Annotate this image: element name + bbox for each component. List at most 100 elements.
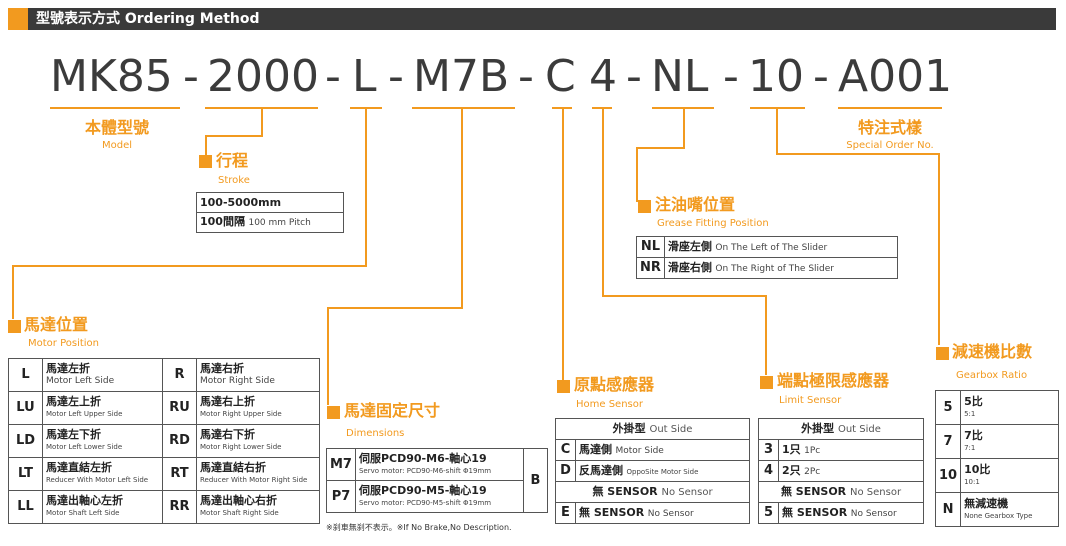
code-dash: - [626, 51, 642, 102]
nosensor-zh: 無 SENSOR [592, 484, 658, 498]
dimensions-marker [327, 406, 340, 419]
limit-sensor-table: 外掛型 Out Side 3 1只 1Pc 4 2只 2Pc 無 SENSOR … [758, 418, 924, 524]
motor-zh: 馬達右折 [200, 362, 244, 375]
code-limit-sensor: 4 [589, 51, 617, 102]
nosensor-en: No Sensor [850, 486, 902, 498]
motor-en: Motor Right Upper Side [200, 410, 282, 418]
table-row: 3 1只 1Pc [758, 439, 924, 461]
home-sensor-label-en: Home Sensor [576, 399, 643, 410]
gearbox-zh: 10比 [964, 462, 991, 476]
code-model: MK85 [50, 51, 173, 102]
model-label-en: Model [101, 140, 133, 151]
gearbox-en: None Gearbox Type [964, 511, 1033, 520]
dimensions-label-en: Dimensions [346, 428, 405, 439]
connector [205, 135, 263, 137]
motor-en: Reducer With Motor Right Side [200, 476, 308, 484]
limit-zh: 2只 [782, 463, 801, 477]
home-en: OppoSite Motor Side [626, 467, 699, 476]
motor-zh: 馬達出軸心右折 [200, 494, 277, 507]
motor-en: Motor Right Side [200, 376, 275, 386]
stroke-label: 行程 [216, 151, 249, 170]
motor-key: LL [8, 490, 43, 524]
underline-dimensions [412, 107, 515, 109]
outside-zh: 外掛型 [612, 421, 646, 435]
motor-en: Motor Right Lower Side [200, 443, 282, 451]
connector [938, 153, 940, 345]
connector [776, 153, 940, 155]
motor-key: RR [162, 490, 197, 524]
connector [683, 107, 685, 149]
motor-en: Reducer With Motor Left Side [46, 476, 149, 484]
dimensions-zh: 伺服PCD90-M6-軸心19 [358, 451, 487, 465]
table-row: D 反馬達側 OppoSite Motor Side [555, 460, 750, 482]
table-row: 無 SENSOR No Sensor [758, 481, 924, 503]
code-dash: - [325, 51, 341, 102]
code-dash: - [388, 51, 404, 102]
motor-en: Motor Left Upper Side [46, 410, 123, 418]
home-sensor-table: 外掛型 Out Side C 馬達側 Motor Side D 反馬達側 Opp… [555, 418, 750, 524]
home-zh: 馬達側 [579, 442, 612, 456]
title-accent-square [8, 8, 28, 30]
connector [327, 307, 463, 309]
home-sensor-marker [557, 380, 570, 393]
gearbox-key: 10 [934, 458, 962, 493]
dimensions-key: P7 [326, 480, 356, 513]
limit-sensor-label-en: Limit Sensor [779, 395, 842, 406]
connector [327, 307, 329, 405]
dimensions-en: Servo motor: PCD90-M6-shift Φ19mm [358, 466, 492, 475]
table-row: 4 2只 2Pc [758, 460, 924, 482]
gearbox-marker [936, 347, 949, 360]
connector [205, 135, 207, 155]
dimensions-en: Servo motor: PCD90-M5-shift Φ19mm [358, 498, 492, 507]
dimensions-label: 馬達固定尺寸 [344, 401, 441, 420]
grease-en: On The Right of The Slider [715, 263, 834, 274]
grease-table: NL 滑座左側 On The Left of The Slider NR 滑座右… [636, 236, 899, 279]
home-en: No Sensor [647, 508, 694, 519]
home-sensor-label: 原點感應器 [574, 375, 655, 394]
gearbox-key: N [934, 492, 962, 527]
motor-zh: 馬達左上折 [46, 395, 101, 408]
grease-key: NL [636, 236, 665, 258]
motor-zh: 馬達直結右折 [200, 461, 266, 474]
limit-en: 2Pc [804, 466, 821, 477]
connector [636, 147, 638, 202]
motor-key: RU [162, 391, 197, 425]
motor-zh: 馬達右上折 [200, 395, 255, 408]
special-order-label-en: Special Order No. [846, 140, 934, 151]
nosensor-en: No Sensor [661, 486, 713, 498]
table-row: NR 滑座右側 On The Right of The Slider [636, 257, 899, 279]
motor-key: LT [8, 457, 43, 491]
code-dimensions: M7B [413, 51, 510, 102]
gearbox-en: 5:1 [964, 409, 976, 418]
stroke-range: 100-5000mm [200, 195, 282, 209]
motor-zh: 馬達右下折 [200, 428, 255, 441]
home-zh: 反馬達側 [579, 463, 623, 477]
motor-en: Motor Shaft Left Side [46, 509, 120, 517]
connector [365, 107, 367, 267]
nosensor-zh: 無 SENSOR [780, 484, 847, 498]
table-row: LL 馬達出軸心左折 Motor Shaft Left Side RR 馬達出軸心… [8, 490, 320, 524]
limit-en: 1Pc [804, 445, 821, 456]
code-dash: - [723, 51, 739, 102]
home-zh: 無 SENSOR [579, 505, 645, 519]
grease-label: 注油嘴位置 [655, 195, 736, 214]
motor-zh: 馬達出軸心左折 [46, 494, 123, 507]
limit-sensor-label: 端點極限感應器 [777, 371, 890, 390]
stroke-pitch: 100間隔 [200, 215, 245, 228]
code-dash: - [813, 51, 829, 102]
motor-key: R [162, 358, 197, 392]
motor-key: RT [162, 457, 197, 491]
outside-en: Out Side [837, 423, 881, 435]
table-row: 外掛型 Out Side [758, 418, 924, 440]
outside-en: Out Side [649, 423, 693, 435]
grease-en: On The Left of The Slider [715, 242, 828, 253]
connector [765, 295, 767, 375]
table-row: 100-5000mm [196, 192, 344, 213]
